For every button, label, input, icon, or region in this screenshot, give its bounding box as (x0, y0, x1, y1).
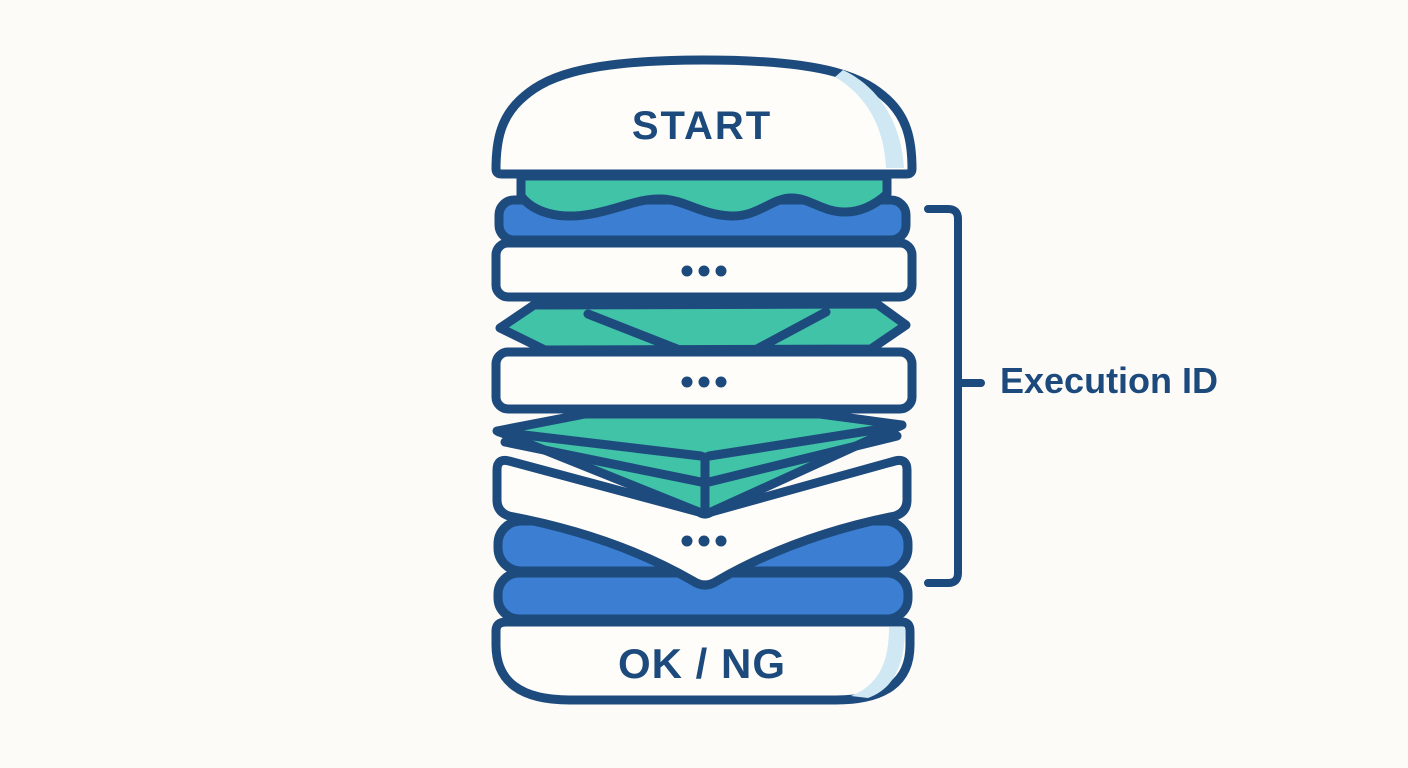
fold-edge-line (494, 427, 706, 461)
fold-edge-line (704, 421, 905, 461)
ellipsis-dots (681, 535, 727, 547)
bracket-label: Execution ID (1000, 360, 1218, 401)
ellipsis-dots (681, 265, 727, 277)
step-row-1 (491, 238, 917, 302)
dot (681, 376, 693, 388)
step-row-2 (491, 347, 917, 414)
lettuce-shape (516, 171, 892, 221)
ok-ng-label: OK / NG (618, 640, 786, 687)
folded-slice (492, 409, 907, 519)
dot (698, 535, 710, 547)
cheese-slice-fold-line (583, 309, 682, 354)
top-bun: START (491, 55, 917, 179)
start-label: START (632, 104, 772, 148)
step-chevron-shape (492, 455, 912, 590)
execution-id-annotation: Execution ID (924, 205, 1218, 587)
bottom-bun: OK / NG (491, 617, 915, 705)
cheese-slice (495, 299, 911, 355)
lettuce-layer (516, 171, 892, 221)
bracket-line (924, 205, 985, 587)
dot (698, 265, 710, 277)
ellipsis-dots (681, 376, 727, 388)
dot (698, 376, 710, 388)
bottom-bun-shape (491, 617, 915, 705)
cheese-slice-shape (495, 299, 911, 355)
fold-stripe-line (704, 431, 902, 487)
cheese-slice-fold-line (752, 307, 831, 354)
top-bun-highlight (835, 70, 904, 168)
bottom-bun-highlight (851, 627, 905, 698)
fold-stripe-line (500, 437, 706, 487)
dot (715, 535, 727, 547)
dot (715, 265, 727, 277)
dot (681, 265, 693, 277)
dot (681, 535, 693, 547)
step-chevron (492, 455, 912, 590)
dot (715, 376, 727, 388)
